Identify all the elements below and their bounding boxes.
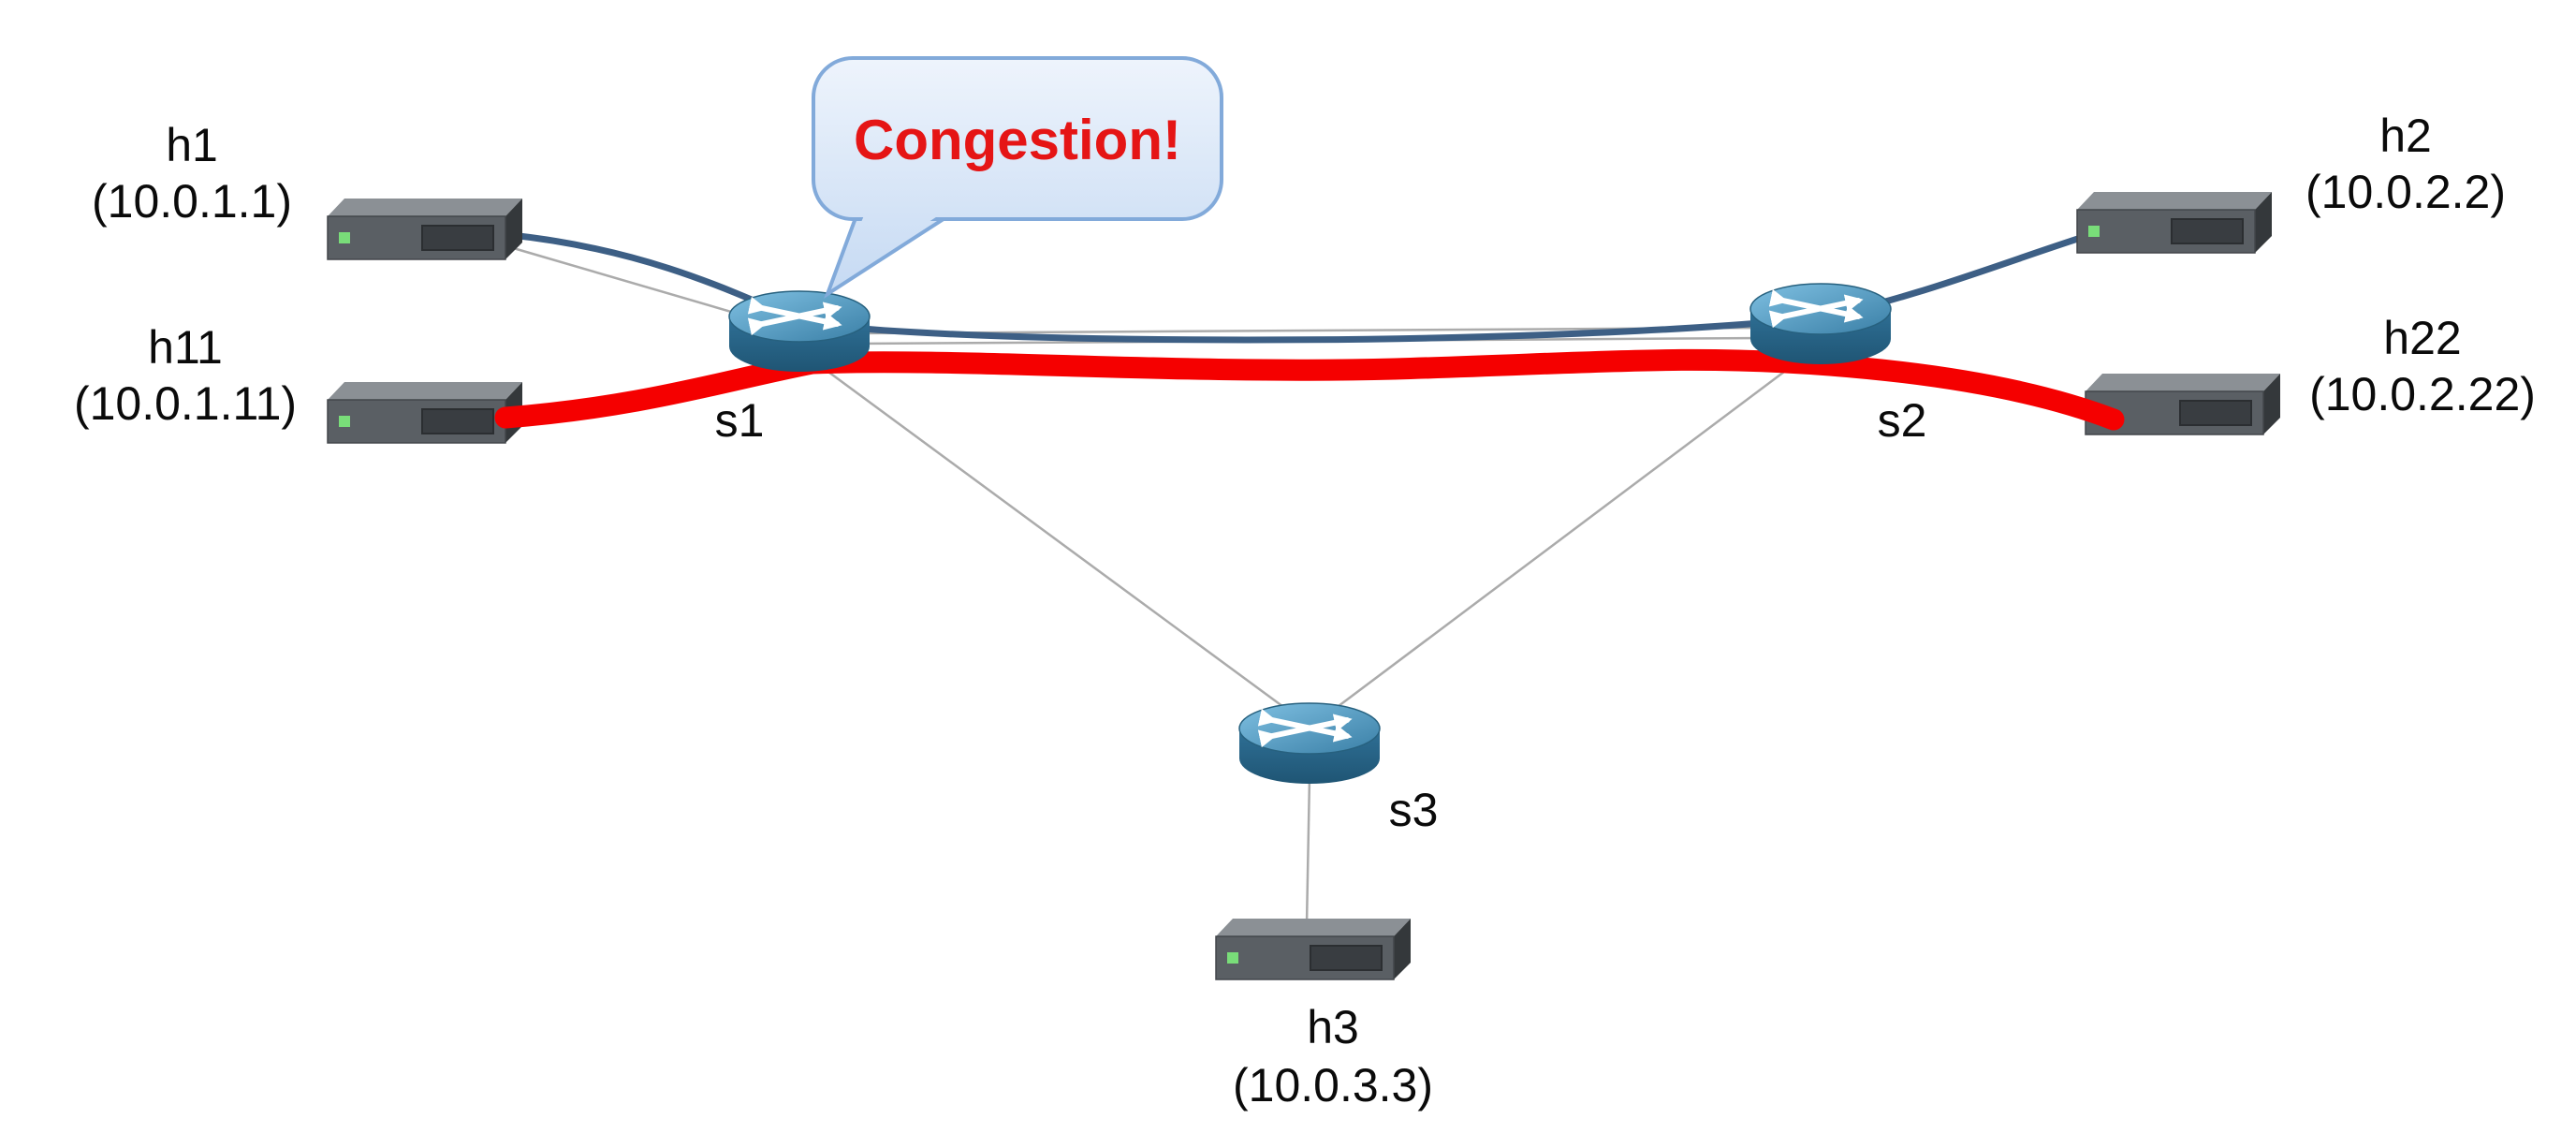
node-h11 — [327, 381, 523, 444]
label-h11-ip: (10.0.1.11) — [74, 377, 297, 430]
node-h1 — [327, 198, 523, 260]
callout-tail-joint — [835, 213, 942, 283]
congestion-label: Congestion! — [854, 109, 1181, 171]
link-s1-s2-wire-a — [853, 326, 1768, 335]
normal-flow-path — [498, 228, 2102, 344]
label-h22-name: h22 — [2383, 312, 2461, 364]
label-h3-ip: (10.0.3.3) — [1233, 1059, 1433, 1111]
label-h2-name: h2 — [2379, 110, 2432, 162]
node-s1 — [729, 291, 870, 372]
node-s3 — [1239, 703, 1380, 784]
label-h1-name: h1 — [166, 119, 218, 171]
link-s1-s3 — [821, 365, 1291, 714]
link-s2-s3 — [1330, 362, 1796, 713]
link-s3-h3 — [1305, 776, 1311, 926]
node-h2 — [2076, 191, 2273, 254]
server-icon — [2076, 191, 2273, 254]
router-icon — [1750, 284, 1891, 364]
router-icon — [729, 291, 870, 372]
label-s3: s3 — [1389, 784, 1439, 836]
label-h11-name: h11 — [148, 321, 223, 374]
label-s2: s2 — [1878, 394, 1927, 447]
router-icon — [1239, 703, 1380, 784]
idle-links — [509, 245, 1796, 926]
label-h2-ip: (10.0.2.2) — [2305, 166, 2506, 218]
node-s2 — [1750, 284, 1891, 364]
label-s1: s1 — [715, 394, 765, 447]
label-h22-ip: (10.0.2.22) — [2309, 368, 2536, 420]
callout-bubble — [812, 56, 1223, 221]
server-icon — [1215, 918, 1412, 980]
congested-flow-path — [494, 348, 2125, 431]
server-icon — [327, 198, 523, 260]
congestion-callout: Congestion! — [812, 56, 1223, 299]
server-icon — [327, 381, 523, 444]
node-h3 — [1215, 918, 1412, 980]
label-h3-name: h3 — [1307, 1001, 1359, 1053]
node-labels: h1 (10.0.1.1) h11 (10.0.1.11) h2 (10.0.2… — [74, 110, 2536, 1111]
label-h1-ip: (10.0.1.1) — [92, 175, 292, 228]
